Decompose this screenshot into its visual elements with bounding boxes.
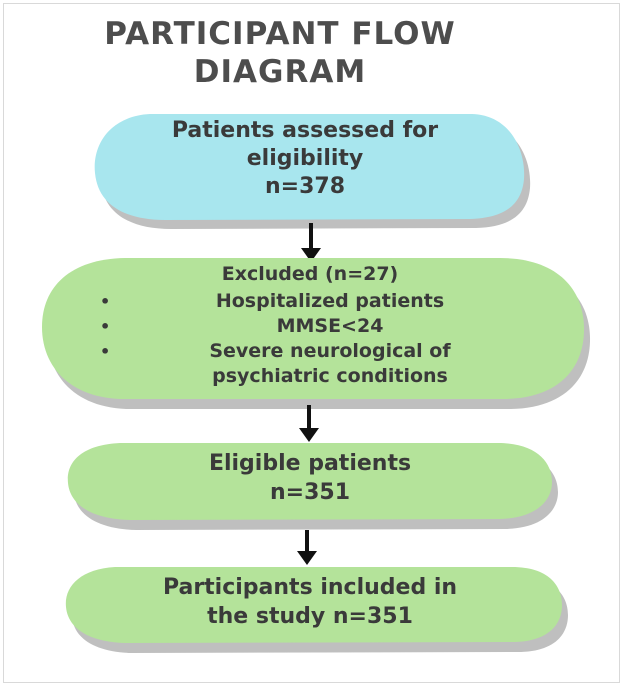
exclusion-item-conditions: • Severe neurological of psychiatric con… xyxy=(100,339,520,389)
exclusion-item-mmse: • MMSE<24 xyxy=(100,314,520,339)
exclusion-item-label: MMSE<24 xyxy=(276,315,384,337)
included-line-2: the study n=351 xyxy=(207,604,413,629)
exclusion-item-label: Hospitalized patients xyxy=(215,290,445,312)
arrowhead-1 xyxy=(301,248,321,262)
excluded-heading: Excluded (n=27) xyxy=(221,263,399,285)
excluded-box-text: Excluded (n=27) • Hospitalized patients … xyxy=(100,262,520,389)
eligible-box-text: Eligible patients n=351 xyxy=(120,449,500,507)
diagram-title-line-1: PARTICIPANT FLOW xyxy=(104,16,456,52)
diagram-frame xyxy=(3,3,620,683)
assessed-box-text: Patients assessed for eligibility n=378 xyxy=(100,117,510,201)
bullet-icon: • xyxy=(100,292,111,311)
assessed-line-1: Patients assessed for xyxy=(171,118,439,143)
assessed-count: n=378 xyxy=(264,174,346,199)
arrowhead-3 xyxy=(297,551,317,565)
eligible-box xyxy=(67,443,552,520)
exclusion-item-hospitalized: • Hospitalized patients xyxy=(100,289,520,314)
arrowhead-2 xyxy=(299,428,319,442)
included-box-text: Participants included in the study n=351 xyxy=(100,573,520,631)
eligible-count: n=351 xyxy=(269,480,351,505)
bullet-icon: • xyxy=(100,317,111,336)
included-line-1: Participants included in xyxy=(162,575,458,600)
excluded-box xyxy=(42,258,585,399)
exclusion-item-label-line-1: Severe neurological of xyxy=(209,340,451,362)
eligible-line-1: Eligible patients xyxy=(208,451,412,476)
exclusion-item-label-line-2: psychiatric conditions xyxy=(212,365,448,387)
bullet-icon: • xyxy=(100,342,111,361)
exclusion-criteria-list: • Hospitalized patients • MMSE<24 • Seve… xyxy=(100,289,520,389)
included-box xyxy=(65,567,563,643)
assessed-box xyxy=(94,114,525,220)
diagram-title-line-2: DIAGRAM xyxy=(193,54,367,90)
assessed-line-2: eligibility xyxy=(246,146,364,171)
